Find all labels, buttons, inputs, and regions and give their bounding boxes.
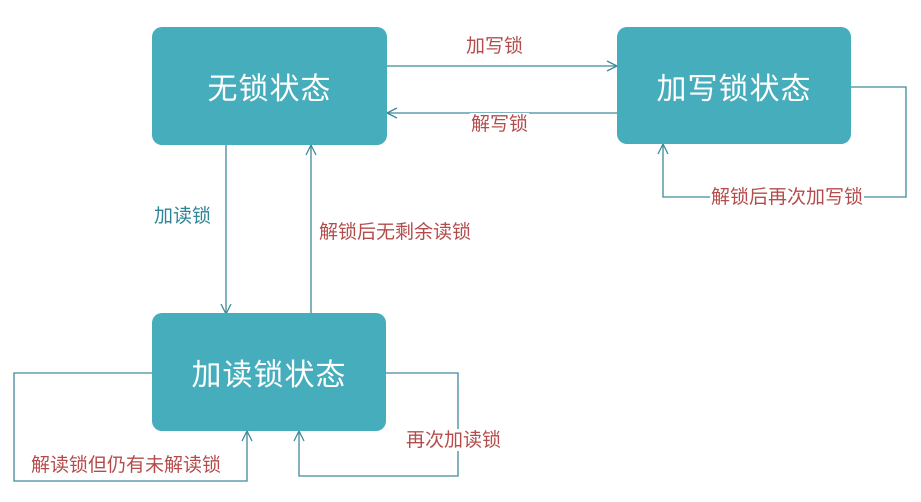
label-add-read-lock-again: 再次加读锁 bbox=[405, 429, 503, 451]
edge-read-self-loop-add bbox=[299, 372, 459, 477]
label-release-last-read-lock: 解锁后无剩余读锁 bbox=[318, 221, 473, 243]
label-release-write-lock: 解写锁 bbox=[470, 113, 530, 135]
state-write-locked: 加写锁状态 bbox=[617, 27, 851, 144]
label-add-write-lock: 加写锁 bbox=[465, 35, 525, 57]
label-relock-write: 解锁后再次加写锁 bbox=[710, 186, 865, 208]
label-add-read-lock: 加读锁 bbox=[153, 205, 213, 227]
edge-write-self-loop bbox=[663, 86, 907, 198]
state-read-locked: 加读锁状态 bbox=[152, 313, 386, 431]
label-release-read-lock-still-held: 解读锁但仍有未解读锁 bbox=[30, 454, 223, 476]
edge-read-self-loop-release bbox=[13, 372, 247, 482]
state-unlocked: 无锁状态 bbox=[152, 27, 387, 145]
